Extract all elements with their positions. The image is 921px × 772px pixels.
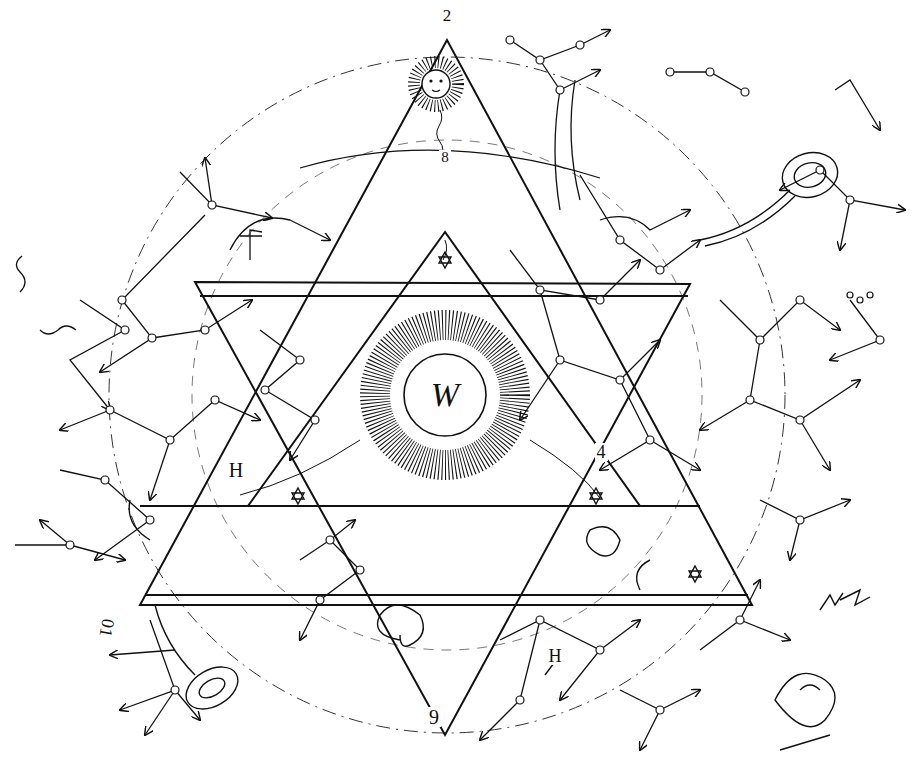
sigil-label: 2 [441,7,454,24]
sun-letter: W [431,378,459,412]
outer-circle [109,57,785,733]
star-dots [66,36,884,714]
star-symbol [292,252,701,582]
sigil-label: 9 [427,707,441,727]
sun-rays [375,325,515,465]
inner-circle [192,140,702,650]
figures [129,147,870,750]
disc-outline [404,354,486,436]
sigil-label: H [227,460,245,480]
sigil-label: H [547,647,564,665]
constellation-lines [15,30,905,750]
sigil-label: 01 [96,616,118,641]
hexagram [140,40,752,735]
sun-face [414,62,458,156]
sigil-label: 8 [439,150,451,165]
sigil-label: 4 [595,443,608,461]
sun-disc: W [403,353,487,437]
